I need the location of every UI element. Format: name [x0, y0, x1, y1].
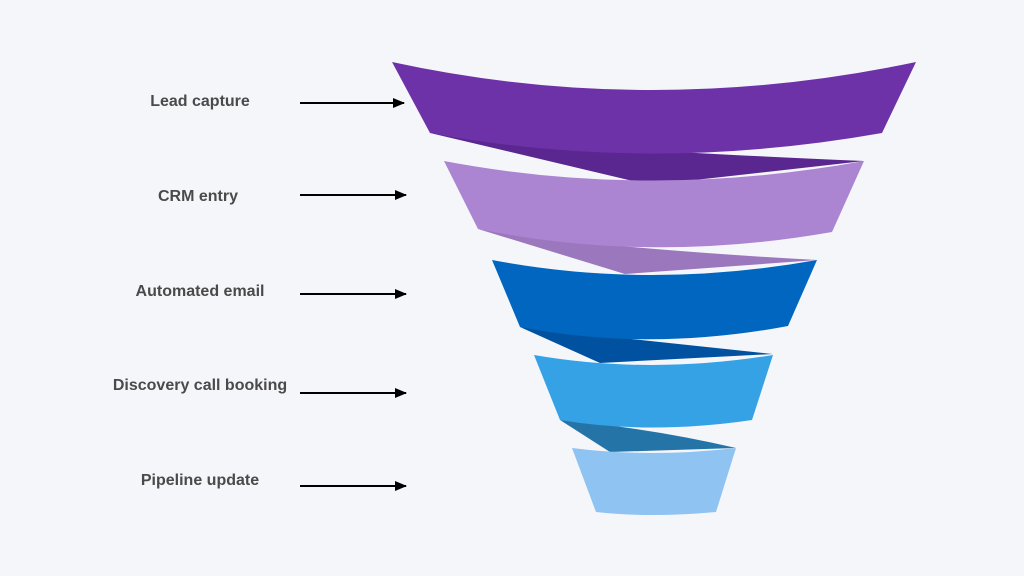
- funnel-band-lead-capture: [392, 62, 916, 154]
- funnel-band-automated-email: [492, 260, 817, 340]
- stage-label-crm-entry: CRM entry: [157, 188, 239, 205]
- stage-label-pipeline-update: Pipeline update: [140, 472, 260, 489]
- funnel-twist-4: [560, 420, 736, 452]
- funnel-band-discovery-call-booking: [534, 355, 773, 428]
- stage-label-discovery-call-booking: Discovery call booking: [112, 377, 288, 394]
- stage-label-lead-capture: Lead capture: [150, 93, 250, 110]
- stage-label-automated-email: Automated email: [135, 283, 265, 300]
- funnel-band-pipeline-update: [572, 448, 736, 515]
- funnel-band-crm-entry: [444, 161, 864, 248]
